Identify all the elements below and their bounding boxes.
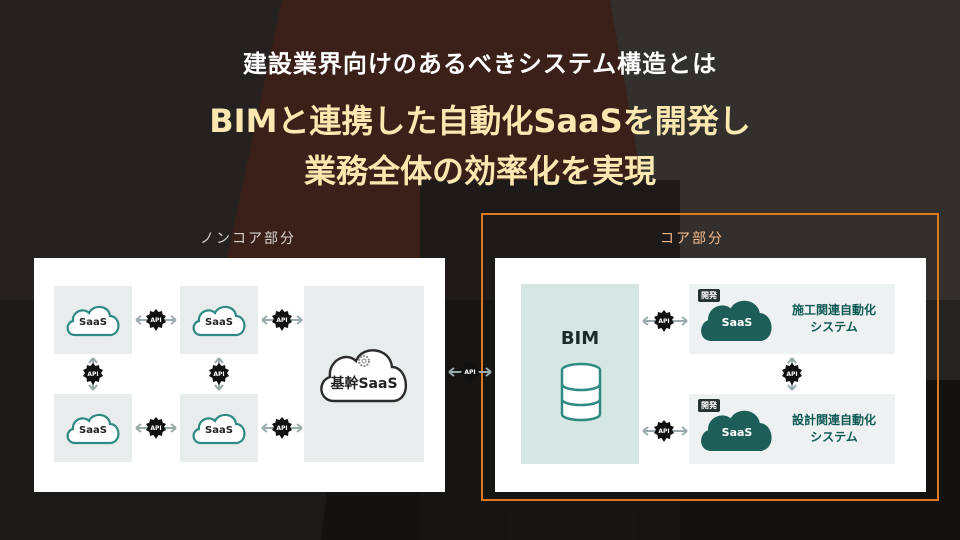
gear-icon [146,417,166,439]
gear-icon [83,363,103,385]
dev-badge: 開発 [698,399,720,412]
design-automation-tile: 開発 SaaS 設計関連自動化 システム [689,394,895,464]
saas-label: SaaS [79,317,107,328]
system-title: 設計関連自動化 システム [784,412,884,446]
saas-label: SaaS [721,426,753,439]
saas-label: SaaS [79,425,107,436]
api-label: API [276,316,288,324]
gear-icon [460,361,480,383]
headline-line-2: BIMと連携した自動化SaaSを開発し [209,102,751,140]
api-connector: API [781,363,803,385]
api-connector: API [653,310,675,332]
api-connector: API [653,420,675,442]
saas-tile: SaaS [54,286,132,354]
system-title: 施工関連自動化 システム [784,302,884,336]
api-connector: API [271,417,293,439]
headline-line-1: 建設業界向けのあるべきシステム構造とは [242,50,718,78]
core-saas-tile: 基幹SaaS [304,286,424,462]
system-title-line-2: システム [810,320,858,334]
api-label: API [87,370,99,378]
noncore-section-label: ノンコア部分 [200,231,296,247]
gear-icon [272,309,292,331]
system-title-line-1: 施工関連自動化 [791,303,876,317]
gear-icon [209,363,229,385]
core-section-label: コア部分 [660,231,724,247]
bim-tile: BIM [521,284,639,464]
saas-tile: SaaS [180,286,258,354]
dev-badge: 開発 [698,289,720,302]
api-connector: API [271,309,293,331]
api-label: API [150,424,162,432]
api-connector: API [82,363,104,385]
system-title-line-2: システム [810,430,858,444]
database-icon [560,362,602,422]
core-section-frame [481,213,939,501]
system-title-line-1: 設計関連自動化 [791,413,876,427]
headline-line-3: 業務全体の効率化を実現 [303,152,656,190]
saas-tile: SaaS [54,394,132,462]
noncore-panel: SaaS SaaS SaaS SaaS [34,258,445,492]
core-panel: BIM 開発 SaaS 施工関連自動化 システム 開発 SaaS 設計関連自動化… [495,258,926,492]
cloud-icon [320,349,408,403]
api-label: API [213,370,225,378]
api-label: API [658,317,670,325]
construction-automation-tile: 開発 SaaS 施工関連自動化 システム [689,284,895,354]
cloud-icon [192,305,246,337]
api-label: API [464,368,476,376]
gear-icon [272,417,292,439]
api-label: API [276,424,288,432]
gear-icon [146,309,166,331]
bim-label: BIM [560,328,600,349]
saas-tile: SaaS [180,394,258,462]
api-label: API [786,370,798,378]
api-connector: API [145,309,167,331]
gear-icon [654,310,674,332]
cloud-icon [66,305,120,337]
api-connector: API [145,417,167,439]
api-label: API [658,427,670,435]
gear-icon [358,355,370,367]
gear-icon [654,420,674,442]
api-connector-center: API [459,361,481,383]
core-saas-label: 基幹SaaS [330,376,398,392]
api-label: API [150,316,162,324]
cloud-icon [701,410,772,451]
saas-label: SaaS [205,317,233,328]
cloud-icon [701,300,772,341]
saas-label: SaaS [205,425,233,436]
saas-label: SaaS [721,316,753,329]
cloud-icon [66,413,120,445]
api-connector: API [208,363,230,385]
cloud-icon [192,413,246,445]
gear-icon [782,363,802,385]
